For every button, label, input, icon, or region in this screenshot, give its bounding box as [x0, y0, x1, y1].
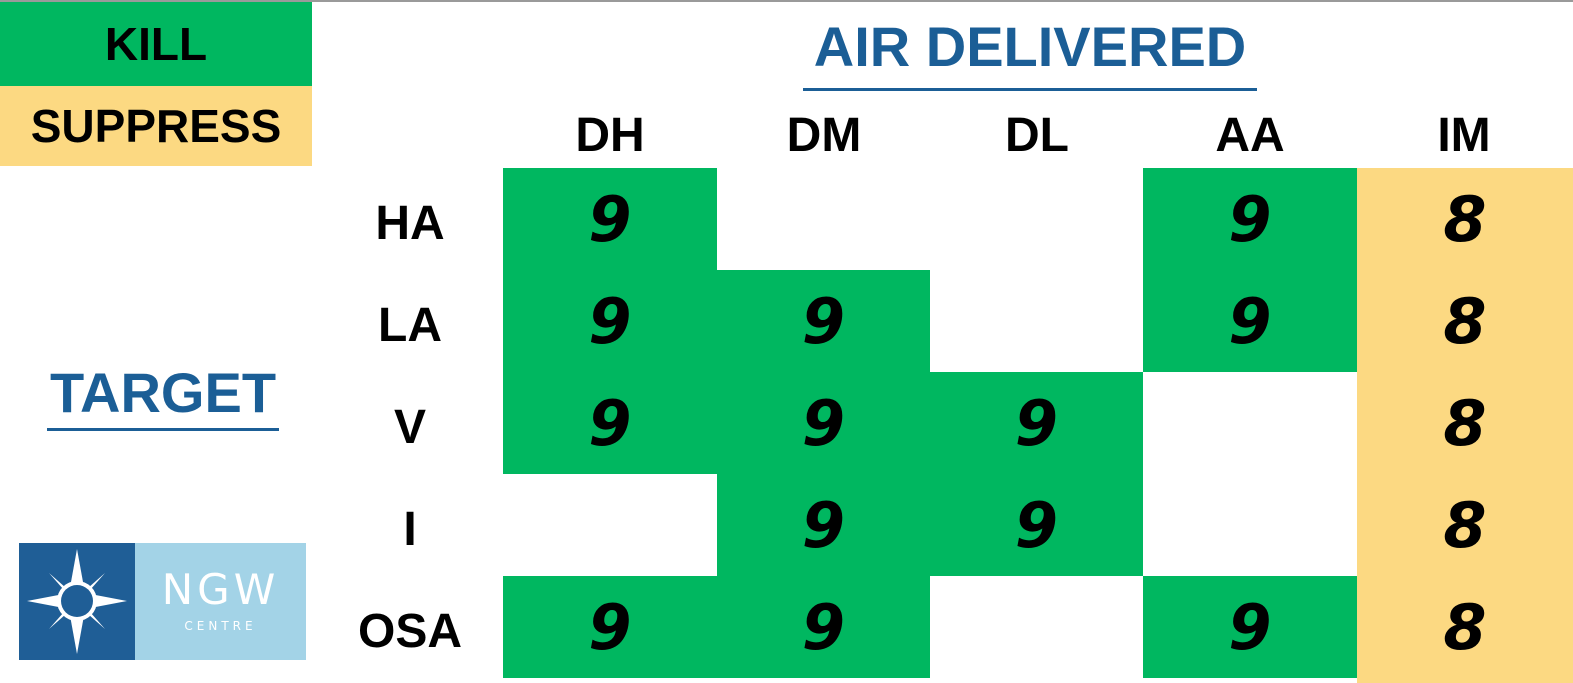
cell-la-im: 8 — [1443, 284, 1487, 358]
top-border — [0, 0, 1573, 2]
row-header-la: LA — [378, 298, 442, 352]
logo-name: NGW — [161, 565, 280, 614]
cell-v-im: 8 — [1443, 386, 1487, 460]
legend-suppress-label: SUPPRESS — [30, 100, 282, 152]
cell-v-aa — [1143, 372, 1357, 474]
column-header-dh: DH — [575, 109, 645, 162]
legend-kill: KILL — [0, 2, 312, 86]
title-underline — [803, 88, 1257, 91]
row-header-v: V — [393, 400, 426, 454]
cell-la-aa: 9 — [1143, 270, 1357, 372]
cell-la-dh: 9 — [503, 270, 717, 372]
logo-emblem — [19, 543, 135, 660]
target-label: TARGET — [49, 361, 277, 424]
legend-suppress: SUPPRESS — [0, 86, 312, 166]
cell-ha-dm — [717, 168, 930, 270]
cell-osa-dm: 9 — [717, 576, 930, 678]
cell-osa-dh: 9 — [503, 576, 717, 678]
target-underline — [47, 428, 279, 431]
compass-star-icon — [27, 549, 127, 654]
cell-i-aa — [1143, 474, 1357, 576]
row-header-i: I — [403, 502, 417, 556]
cell-i-im: 8 — [1443, 488, 1487, 562]
logo-subtitle: CENTRE — [184, 619, 257, 633]
cell-la-dm: 9 — [717, 270, 930, 372]
logo-text-panel: NGW CENTRE — [135, 543, 306, 660]
cell-v-dl: 9 — [930, 372, 1143, 474]
ngw-centre-logo: NGW CENTRE — [19, 543, 306, 660]
column-header-im: IM — [1437, 109, 1491, 162]
cell-v-dh: 9 — [503, 372, 717, 474]
cell-ha-dh: 9 — [503, 168, 717, 270]
cell-i-dl: 9 — [930, 474, 1143, 576]
page-title: AIR DELIVERED — [813, 15, 1247, 78]
cell-ha-im: 8 — [1443, 182, 1487, 256]
row-header-osa: OSA — [357, 604, 462, 658]
cell-osa-im: 8 — [1443, 590, 1487, 664]
column-header-dm: DM — [786, 109, 862, 162]
cell-v-dm: 9 — [717, 372, 930, 474]
row-header-ha: HA — [375, 196, 445, 250]
column-header-dl: DL — [1005, 109, 1069, 162]
suppress-column-background — [1357, 168, 1573, 683]
column-header-aa: AA — [1215, 109, 1285, 162]
cell-ha-dl — [930, 168, 1143, 270]
cell-i-dh — [503, 474, 717, 576]
cell-i-dm: 9 — [717, 474, 930, 576]
cell-ha-aa: 9 — [1143, 168, 1357, 270]
legend-kill-label: KILL — [104, 18, 208, 70]
cell-la-dl — [930, 270, 1143, 372]
cell-osa-aa: 9 — [1143, 576, 1357, 678]
cell-osa-dl — [930, 576, 1143, 678]
